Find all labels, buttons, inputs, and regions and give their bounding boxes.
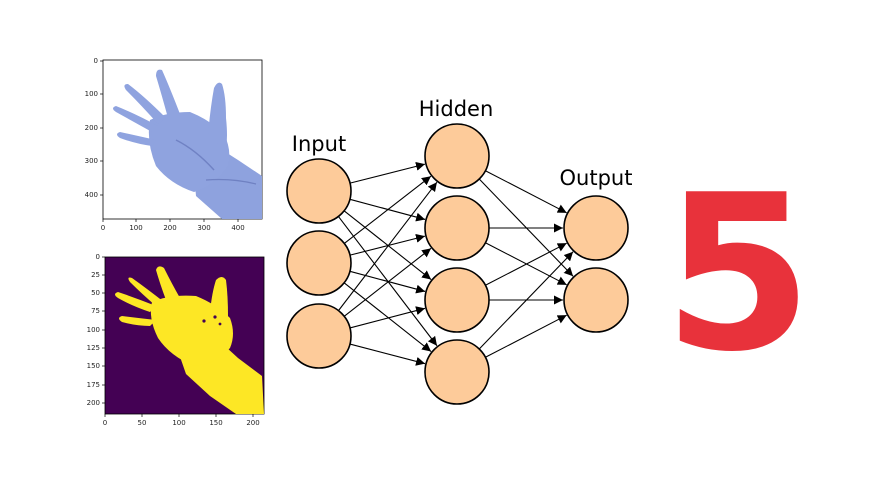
connection-arrow [338, 181, 438, 311]
connection-arrow [343, 175, 432, 244]
mask-x-tick: 50 [138, 419, 147, 427]
mask-y-tick: 25 [91, 271, 100, 279]
input-layer-label: Input [292, 132, 346, 156]
neural-network: Input Hidden Output [286, 97, 633, 405]
photo-x-tick: 200 [163, 224, 176, 232]
mask-x-tick: 100 [172, 419, 185, 427]
network-neurons [286, 123, 629, 405]
input-neuron [286, 230, 352, 296]
mask-x-tick: 200 [246, 419, 259, 427]
photo-y-tick: 100 [85, 90, 98, 98]
photo-y-axis: 0 100 200 300 400 [85, 57, 103, 199]
mask-x-axis: 0 50 100 150 200 [103, 414, 260, 427]
connection-arrow [485, 170, 567, 214]
connection-arrow [349, 161, 426, 184]
mask-y-tick: 75 [91, 307, 100, 315]
photo-y-tick: 0 [94, 57, 98, 65]
predicted-digit: 5 [663, 148, 813, 399]
connection-arrow [343, 282, 432, 352]
mask-y-tick: 50 [91, 289, 100, 297]
photo-y-tick: 300 [85, 157, 98, 165]
hidden-neuron [424, 267, 490, 333]
hidden-neuron [424, 123, 490, 189]
connection-arrow [349, 343, 426, 366]
mask-y-tick: 0 [96, 253, 100, 261]
photo-x-tick: 0 [101, 224, 105, 232]
mask-y-tick: 150 [87, 362, 100, 370]
hidden-neuron [424, 195, 490, 261]
output-layer-label: Output [560, 166, 633, 190]
connection-arrow [478, 251, 574, 350]
photo-plot: 0 100 200 300 400 0 100 200 300 400 [85, 57, 263, 232]
photo-x-tick: 100 [129, 224, 142, 232]
network-edges [337, 161, 574, 366]
output-neuron [563, 195, 629, 261]
mask-y-tick: 200 [87, 399, 100, 407]
mask-y-tick: 125 [87, 344, 100, 352]
mask-y-axis: 0 25 50 75 100 125 150 175 200 [87, 253, 105, 407]
connection-arrow [349, 270, 426, 294]
photo-y-tick: 400 [85, 191, 98, 199]
connection-arrow [485, 242, 567, 286]
connection-arrow [343, 247, 432, 317]
hand-photo-image [113, 69, 262, 219]
mask-y-tick: 175 [87, 381, 100, 389]
output-neuron [563, 267, 629, 333]
hand-mask-image [115, 266, 264, 414]
hidden-layer-label: Hidden [419, 97, 494, 121]
photo-x-tick: 300 [197, 224, 210, 232]
hidden-neuron [424, 339, 490, 405]
mask-x-tick: 150 [209, 419, 222, 427]
mask-plot: 0 50 100 150 200 0 25 50 75 100 125 150 … [87, 253, 265, 427]
connection-arrow [349, 306, 426, 329]
photo-x-axis: 0 100 200 300 400 [101, 219, 245, 232]
photo-x-tick: 400 [231, 224, 244, 232]
connection-arrow [485, 314, 567, 358]
mask-x-tick: 0 [103, 419, 107, 427]
mask-y-tick: 100 [87, 326, 100, 334]
connection-arrow [349, 233, 426, 256]
input-neuron [286, 303, 352, 369]
photo-y-tick: 200 [85, 124, 98, 132]
input-neuron [286, 158, 352, 224]
